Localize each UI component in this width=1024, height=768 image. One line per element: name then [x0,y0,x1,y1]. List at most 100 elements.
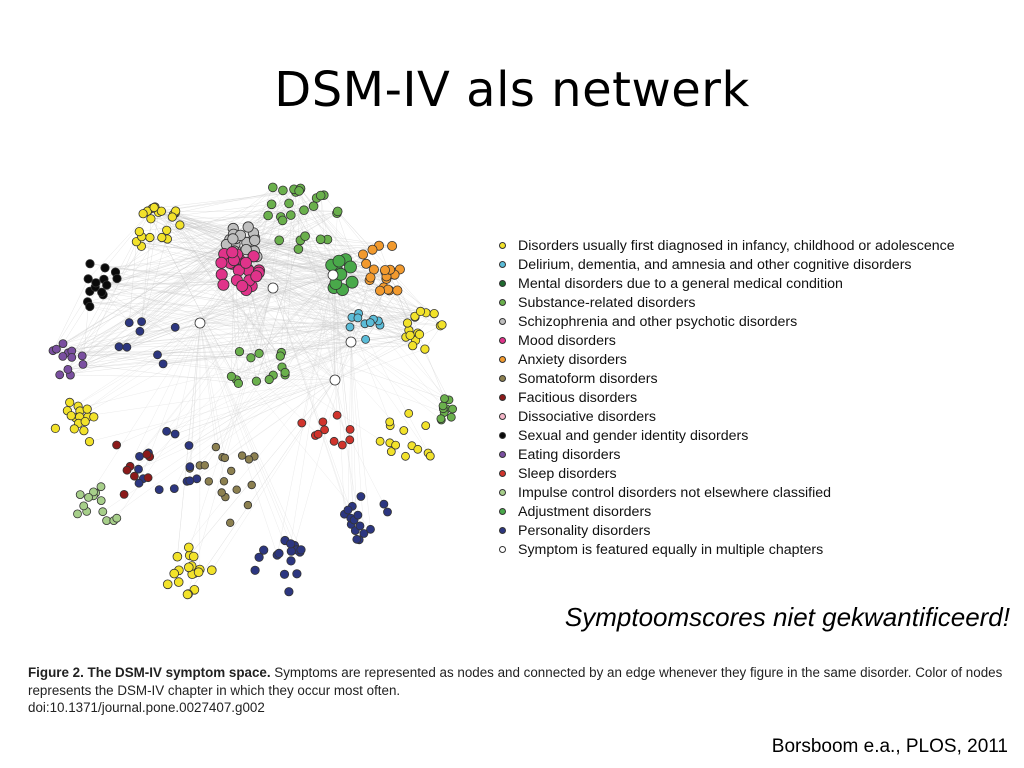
legend-item: Sleep disorders [497,465,1017,484]
symptom-node [227,233,239,245]
network-edge [136,241,393,247]
symptom-node [391,440,401,450]
network-edge [177,322,201,557]
symptom-node [345,275,359,289]
symptom-node [247,480,256,490]
network-edge [236,287,274,380]
legend-dot-icon [499,451,506,458]
citation: Borsboom e.a., PLOS, 2011 [771,736,1008,757]
legend-item: Mood disorders [497,332,1017,351]
network-edge [143,188,301,214]
network-edge [175,190,283,214]
network-edge [239,287,274,352]
symptom-node [158,359,168,369]
symptom-node [145,232,155,243]
network-edge [290,274,334,544]
network-edge [258,271,339,354]
symptom-node [215,268,228,281]
network-edge [222,287,274,458]
symptom-node [240,244,252,256]
symptom-node [204,477,213,486]
network-edge [350,269,401,343]
legend-dot-icon [499,413,506,420]
legend-item: Substance-related disorders [497,294,1017,313]
network-edge [199,322,278,556]
network-edge [142,213,336,381]
symptom-node [58,351,68,361]
symptom-node [374,285,385,296]
legend-label: Somatoform disorders [518,371,658,387]
legend-item: Facitious disorders [497,389,1017,408]
slide-title: DSM-IV als netwerk [274,62,750,118]
network-edge [178,287,274,583]
network-edge [199,287,274,324]
legend-label: Impulse control disorders not elsewhere … [518,485,832,501]
network-edge [246,249,341,275]
symptom-node [83,274,93,284]
symptom-node [50,423,61,433]
symptom-node [438,401,448,411]
legend-item: Anxiety disorders [497,351,1017,370]
symptom-node [436,414,446,424]
symptom-node [285,210,296,220]
symptom-node [91,278,101,288]
symptom-node [156,206,166,216]
symptom-node [352,534,362,544]
legend-label: Sleep disorders [518,466,617,482]
legend-dot-icon [499,527,506,534]
network-edge [300,188,445,399]
network-edge [281,278,387,353]
network-edge [89,214,291,292]
legend-dot-icon [499,546,506,553]
network-edge [95,282,224,286]
network-edge [334,379,361,526]
network-edge [106,341,352,521]
legend-dot-icon [499,261,506,268]
network-edge [272,249,373,289]
symptom-node [142,449,152,459]
symptom-node [89,487,98,497]
network-edge [199,322,292,561]
network-edge [115,204,272,273]
legend-item: Mental disorders due to a general medica… [497,275,1017,294]
symptom-node [167,212,177,222]
symptom-node [367,244,378,255]
symptom-node [413,444,423,454]
symptom-node [185,462,195,472]
network-edge [56,274,334,350]
network-edge [154,206,222,275]
symptom-node [134,464,143,474]
symptom-node [219,477,229,486]
caption-title: Figure 2. The DSM-IV symptom space. [28,665,271,680]
symptom-node [85,301,95,312]
symptom-node [386,447,396,457]
symptom-node [345,322,355,332]
legend-dot-icon [499,489,506,496]
network-edge [231,355,281,377]
legend-dot-icon [499,356,506,363]
symptom-node [415,306,426,316]
network-edge [199,206,314,324]
network-edge [52,316,416,351]
network-edge [87,301,413,346]
symptom-node [122,465,132,475]
network-edge [256,240,301,382]
symptom-node [124,318,134,328]
network-edge [79,379,336,418]
network-edge [298,190,374,320]
network-edge [300,188,336,381]
network-edge [221,274,270,380]
legend-label: Eating disorders [518,447,621,463]
symptom-node [84,436,95,447]
symptom-node [96,496,106,506]
symptom-node [146,214,156,224]
network-edge [272,287,355,521]
symptom-node [440,394,449,404]
legend-item: Symptom is featured equally in multiple … [497,541,1017,560]
network-edge [83,364,239,384]
symptom-node [89,412,99,422]
symptom-node [149,202,159,213]
chapter-legend: Disorders usually first diagnosed in inf… [497,237,1017,560]
network-edge [172,216,274,376]
symptom-node [157,232,167,243]
